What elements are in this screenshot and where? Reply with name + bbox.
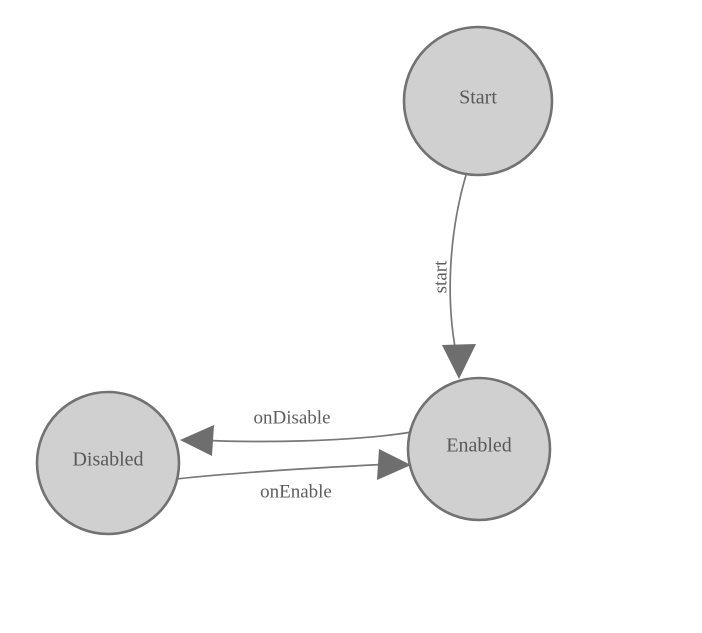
edge-start-to-enabled[interactable]: start: [430, 174, 476, 379]
node-circle-disabled: [35, 390, 181, 536]
node-label-start: Start: [459, 87, 497, 109]
edge-label-start: start: [430, 260, 451, 293]
arrowhead-start-to-enabled: [442, 344, 476, 379]
edge-label-ondisable: onDisable: [253, 407, 330, 428]
node-label-enabled: Enabled: [446, 435, 512, 457]
edge-line-enabled-to-disabled: [197, 431, 413, 443]
node-start[interactable]: Start: [402, 25, 554, 177]
node-circle-start: [402, 25, 554, 177]
edge-line-disabled-to-enabled: [175, 463, 393, 480]
node-label-disabled: Disabled: [72, 449, 143, 471]
node-circle-enabled: [406, 376, 552, 522]
edge-label-onenable: onEnable: [260, 481, 332, 502]
edge-enabled-to-disabled[interactable]: onDisable: [180, 407, 413, 456]
node-disabled[interactable]: Disabled: [35, 390, 181, 536]
edge-disabled-to-enabled[interactable]: onEnable: [175, 449, 411, 502]
arrowhead-disabled-to-enabled: [377, 449, 411, 480]
arrowhead-enabled-to-disabled: [180, 425, 214, 456]
edge-line-start-to-enabled: [449, 174, 467, 363]
node-enabled[interactable]: Enabled: [406, 376, 552, 522]
